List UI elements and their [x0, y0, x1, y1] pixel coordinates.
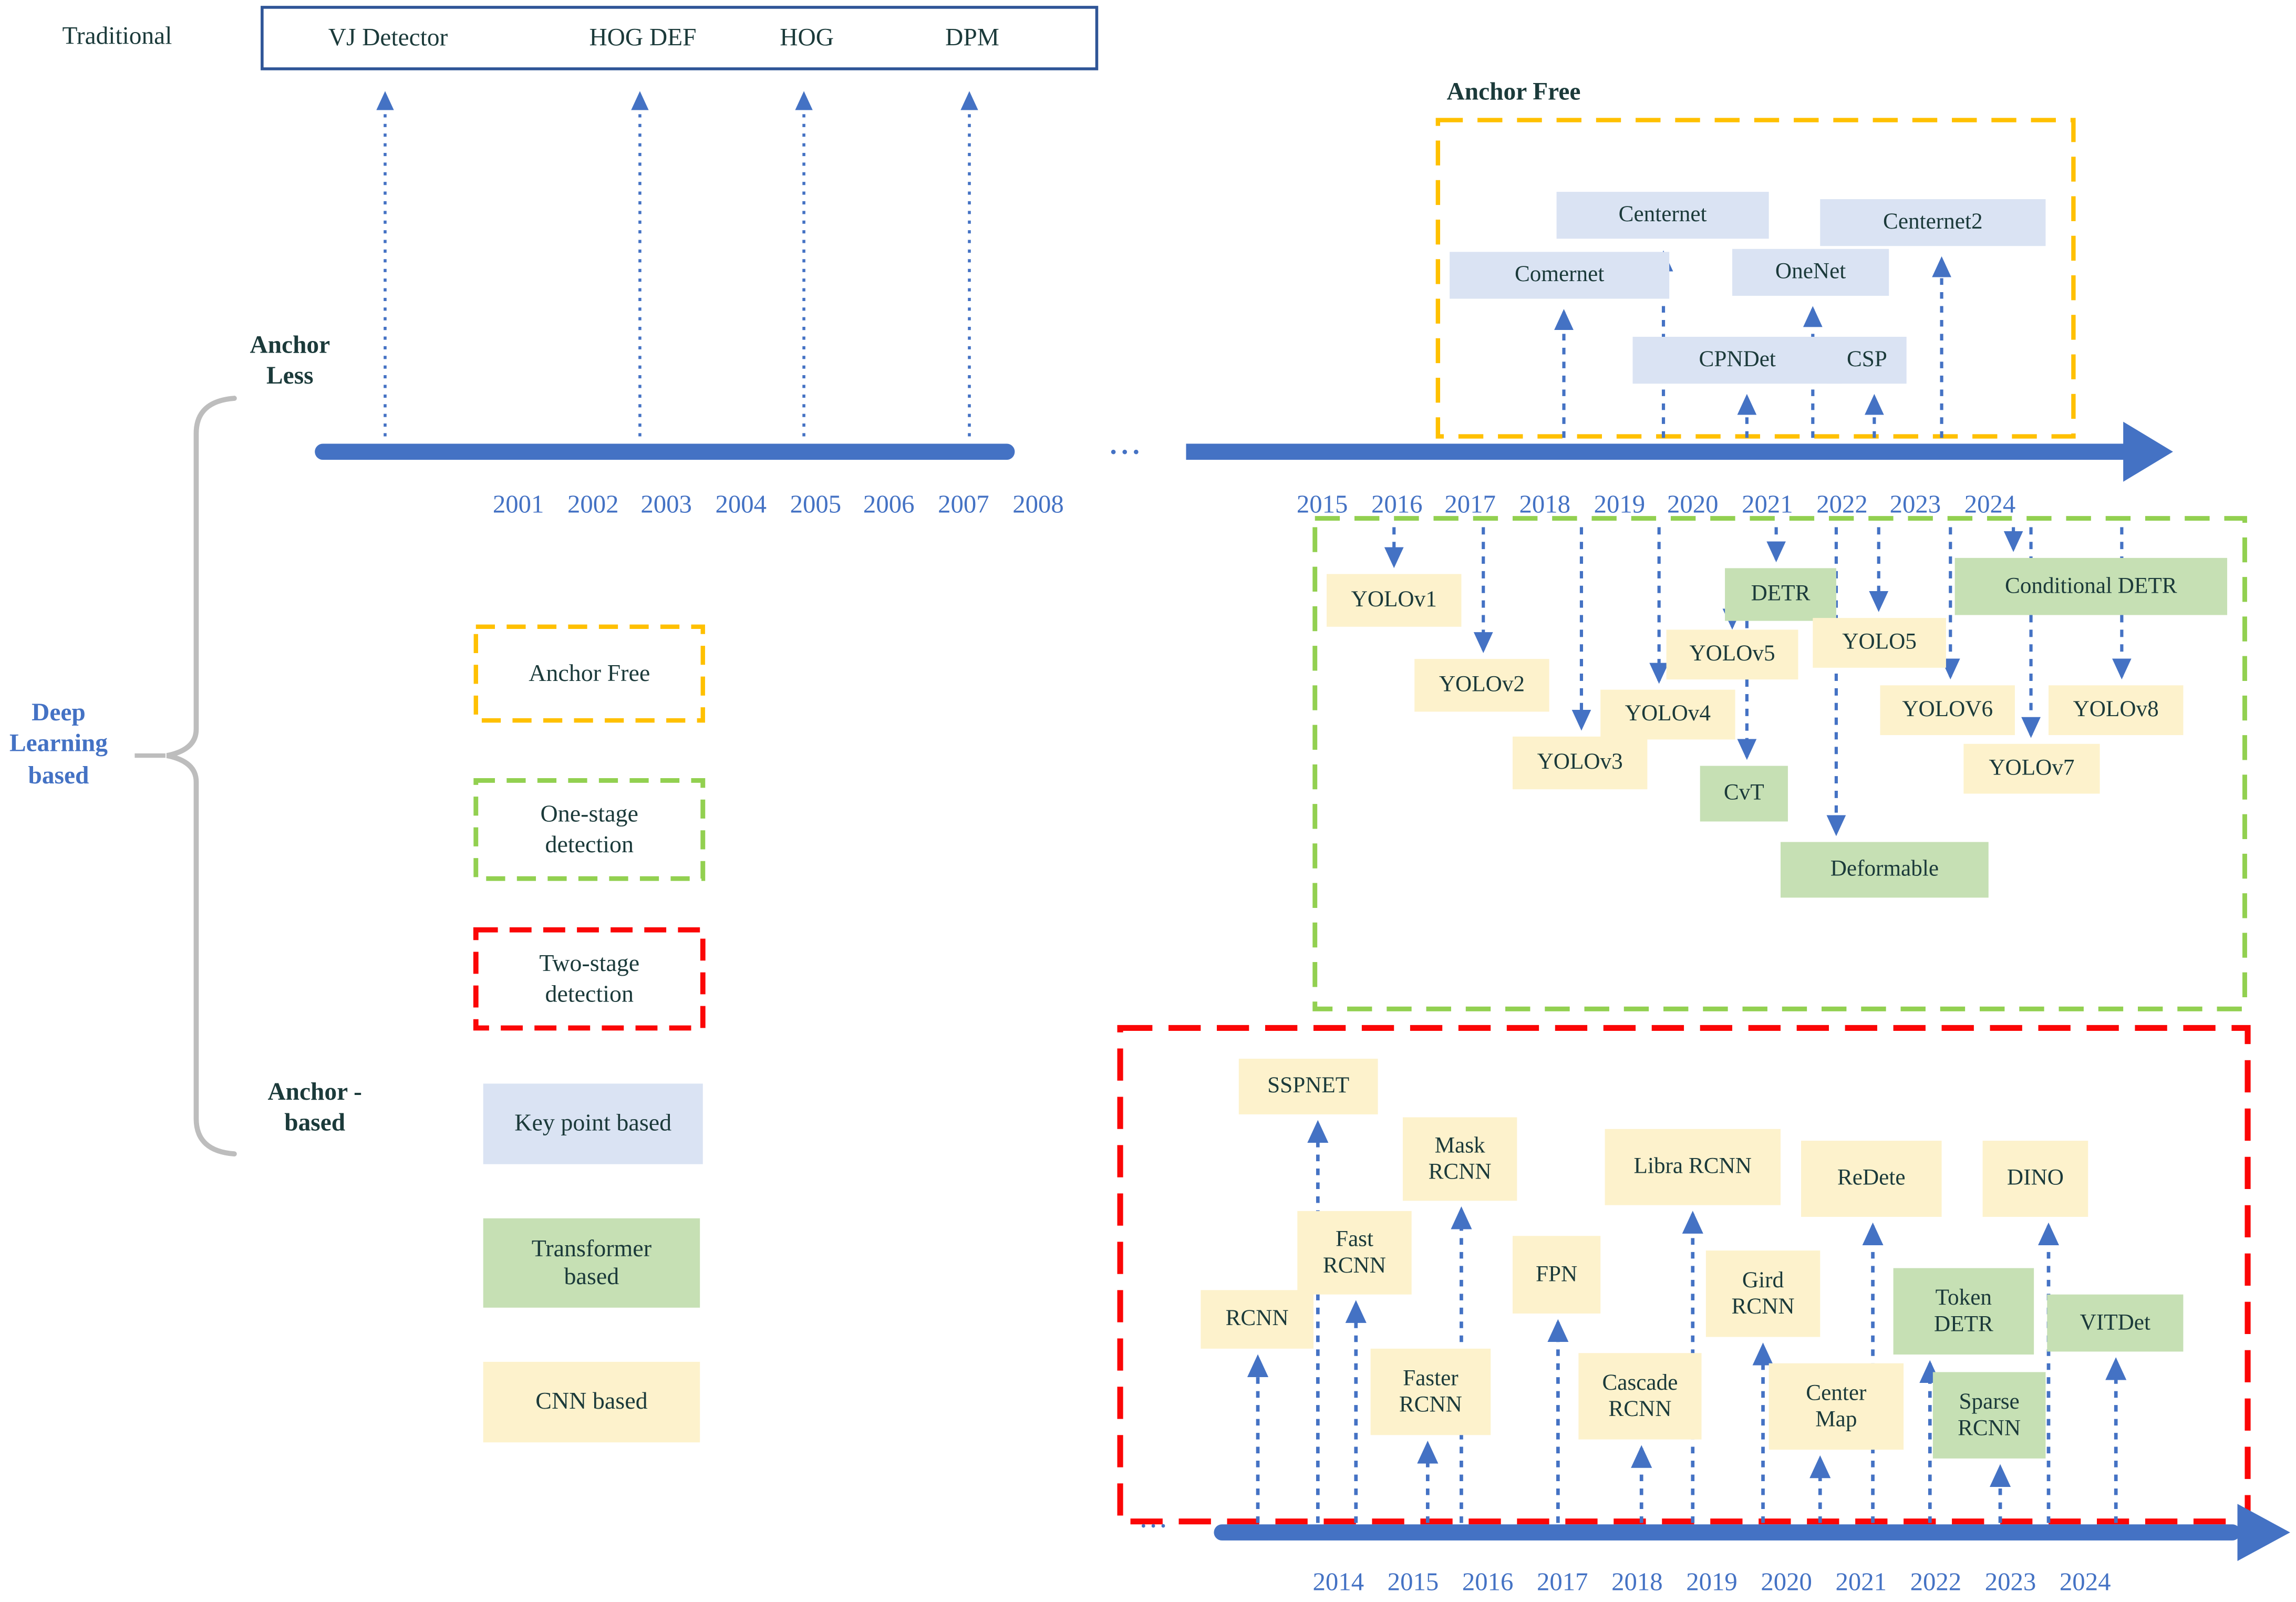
year-label: 2022 [1816, 489, 1868, 519]
year-label: 2004 [715, 489, 767, 519]
node-yolov8: YOLOv8 [2049, 685, 2184, 736]
timeline-top-arrowhead-icon [2123, 421, 2173, 482]
year-label: 2020 [1761, 1567, 1812, 1596]
timeline-bottom-arrowhead-icon [2237, 1504, 2290, 1561]
node-detr: DETR [1725, 568, 1836, 621]
traditional-up-arrows [376, 91, 978, 437]
node-yolov7: YOLOv7 [1963, 743, 2100, 794]
hog-def-label: HOG DEF [589, 23, 697, 51]
node-centernet: Centernet [1556, 192, 1769, 239]
year-label: 2007 [938, 489, 989, 519]
year-label: 2019 [1686, 1567, 1737, 1596]
year-label: 2021 [1835, 1567, 1887, 1596]
node-csp: CSP [1827, 337, 1907, 384]
deep-learning-based-label: Deep Learning based [9, 698, 108, 789]
timeline-ellipsis-bottom: ... [1141, 1510, 1171, 1533]
node-onenet: OneNet [1732, 249, 1889, 296]
node-yolov2: YOLOv2 [1414, 659, 1549, 712]
year-label: 2023 [1889, 489, 1941, 519]
node-token-detr: Token DETR [1893, 1268, 2034, 1355]
year-label: 2016 [1462, 1567, 1514, 1596]
year-label: 2002 [567, 489, 619, 519]
year-label: 2014 [1312, 1567, 1364, 1596]
year-label: 2019 [1594, 489, 1646, 519]
anchor-free-region [1435, 118, 2076, 439]
year-label: 2015 [1387, 1567, 1439, 1596]
timeline-top-left-bar [315, 443, 1015, 460]
node-yolov3: YOLOv3 [1512, 736, 1648, 790]
node-yolov4: YOLOv4 [1600, 689, 1735, 740]
node-yolov5: YOLOv5 [1666, 629, 1798, 680]
traditional-label: Traditional [62, 22, 172, 50]
vj-detector-label: VJ Detector [328, 23, 448, 51]
traditional-detectors-box: VJ Detector HOG DEF HOG DPM [261, 6, 1099, 70]
year-label: 2006 [863, 489, 915, 519]
node-rcnn: RCNN [1201, 1290, 1314, 1349]
year-label: 2001 [492, 489, 544, 519]
legend-one-stage-swatch [473, 778, 706, 881]
node-cpndet: CPNDet [1632, 337, 1843, 384]
year-label: 2022 [1910, 1567, 1962, 1596]
node-faster-rcnn: Faster RCNN [1370, 1348, 1491, 1435]
legend-one-stage-label: One-stage detection [540, 799, 638, 857]
year-label: 2005 [790, 489, 842, 519]
node-conditional-detr: Conditional DETR [1954, 557, 2228, 615]
node-yolov1: YOLOv1 [1327, 574, 1462, 627]
node-redete: ReDete [1801, 1141, 1942, 1217]
year-label: 2020 [1667, 489, 1719, 519]
node-sparse-rcnn: Sparse RCNN [1932, 1372, 2046, 1459]
deep-learning-brace [166, 396, 237, 1157]
legend-key-point-swatch: Key point based [483, 1083, 703, 1164]
legend-cnn-swatch: CNN based [483, 1361, 700, 1443]
timeline-bottom-bar [1214, 1524, 2241, 1541]
node-dino: DINO [1982, 1141, 2088, 1217]
anchor-free-group-title: Anchor Free [1446, 77, 1581, 106]
node-vitdet: VITDet [2047, 1294, 2184, 1352]
node-fpn: FPN [1512, 1236, 1601, 1314]
node-mask-rcnn: Mask RCNN [1402, 1117, 1517, 1201]
legend-two-stage-swatch [473, 927, 706, 1031]
timeline-top-right-bar [1186, 443, 2126, 460]
node-centernet2: Centernet2 [1820, 199, 2046, 246]
two-stage-region [1117, 1025, 2251, 1525]
year-label: 2008 [1012, 489, 1064, 519]
legend-anchor-free-label: Anchor Free [529, 658, 650, 687]
year-label: 2018 [1519, 489, 1571, 519]
year-label: 2015 [1296, 489, 1348, 519]
node-sspnet: SSPNET [1238, 1059, 1378, 1114]
year-label: 2018 [1611, 1567, 1663, 1596]
year-label: 2017 [1444, 489, 1496, 519]
year-label: 2003 [640, 489, 692, 519]
node-fast-rcnn: Fast RCNN [1297, 1211, 1412, 1295]
dpm-label: DPM [945, 23, 999, 51]
node-center-map: Center Map [1768, 1363, 1904, 1450]
hog-label: HOG [780, 23, 834, 51]
anchor-less-label: Anchor Less [250, 330, 330, 390]
year-label: 2017 [1536, 1567, 1588, 1596]
node-cvt: CvT [1700, 766, 1788, 822]
node-yolov6: YOLOV6 [1880, 685, 2015, 736]
year-label: 2024 [1964, 489, 2016, 519]
legend-two-stage-label: Two-stage detection [539, 948, 640, 1007]
node-gird-rcnn: Gird RCNN [1705, 1250, 1821, 1337]
legend-anchor-free-swatch [473, 624, 705, 723]
timeline-ellipsis-top: ... [1110, 430, 1144, 461]
anchor-based-label: Anchor - based [267, 1078, 362, 1137]
node-yolo5: YOLO5 [1813, 618, 1946, 668]
node-cascade-rcnn: Cascade RCNN [1578, 1353, 1702, 1440]
year-label: 2016 [1371, 489, 1423, 519]
year-label: 2024 [2059, 1567, 2111, 1596]
year-label: 2021 [1742, 489, 1793, 519]
node-deformable: Deformable [1780, 842, 1989, 898]
node-comernet: Comernet [1450, 252, 1670, 299]
node-libra-rcnn: Libra RCNN [1605, 1129, 1781, 1205]
year-label: 2023 [1984, 1567, 2036, 1596]
legend-transformer-swatch: Transformer based [483, 1218, 700, 1308]
